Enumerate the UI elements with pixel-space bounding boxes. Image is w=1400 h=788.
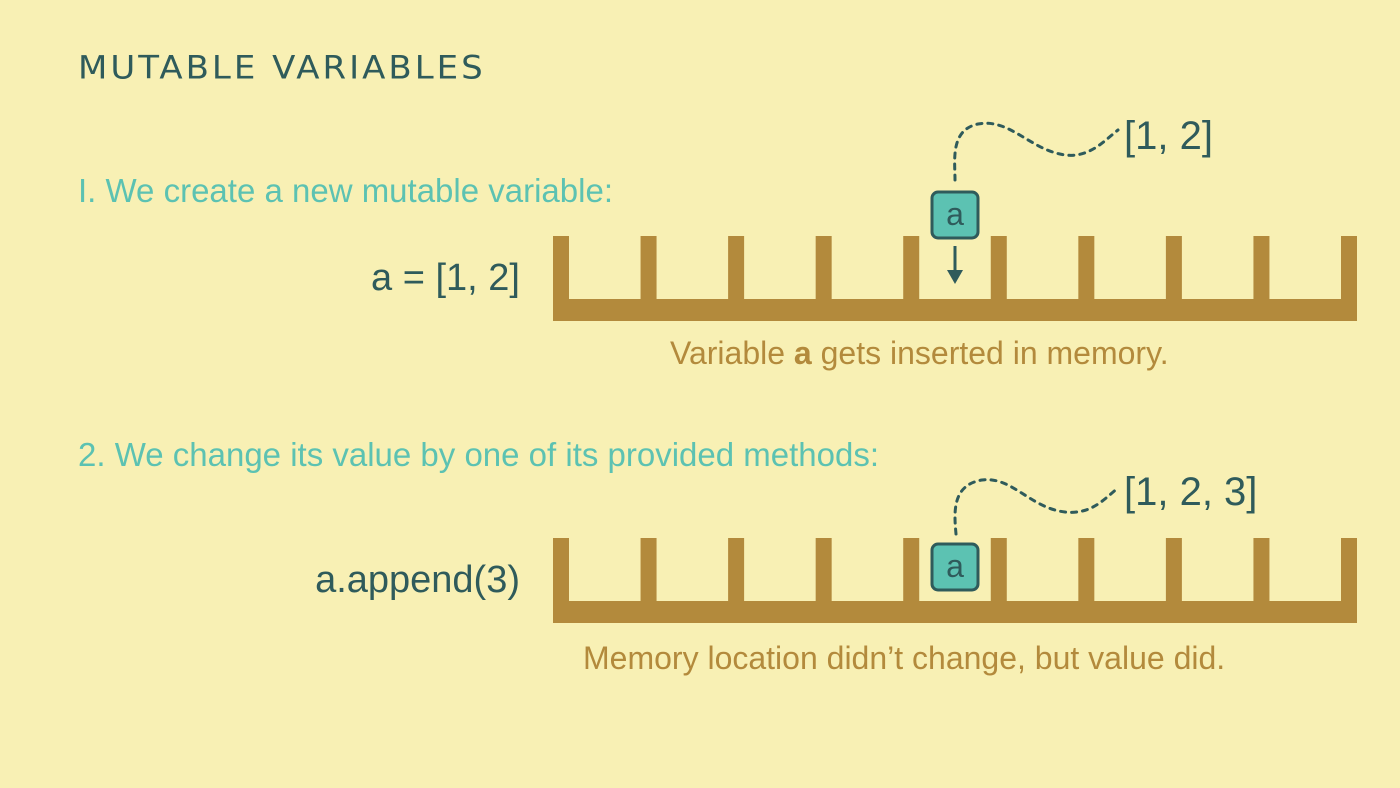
step-1-code: a = [1, 2] — [371, 257, 520, 299]
memory-comb-2 — [553, 538, 1357, 623]
variable-box-1-label: a — [946, 196, 964, 232]
memory-strip-2 — [553, 538, 1357, 623]
step-2-value: [1, 2, 3] — [1124, 470, 1258, 514]
step-1-value: [1, 2] — [1124, 114, 1213, 158]
variable-box-2-label: a — [946, 548, 964, 584]
step-1-heading: I. We create a new mutable variable: — [78, 172, 613, 209]
insert-arrow-icon — [947, 270, 963, 284]
step-2-code: a.append(3) — [315, 559, 520, 601]
variable-box-1 — [930, 190, 980, 240]
memory-strip-1 — [553, 236, 1357, 321]
variable-box-2 — [930, 542, 980, 592]
page-title: MUTABLE VARIABLES — [78, 49, 486, 88]
value-link-curve-2 — [953, 478, 1120, 536]
step-1-caption-end: gets inserted in memory. — [811, 335, 1169, 371]
value-link-curve-1 — [953, 121, 1120, 182]
step-2-heading: 2. We change its value by one of its pro… — [78, 436, 880, 473]
memory-comb-1 — [553, 236, 1357, 321]
step-1-caption-variable: a — [793, 335, 812, 371]
step-1-caption-start: Variable — [670, 335, 794, 371]
step-1-caption: Variable a gets inserted in memory. — [670, 337, 1169, 369]
step-2-caption: Memory location didn’t change, but value… — [583, 640, 1226, 676]
